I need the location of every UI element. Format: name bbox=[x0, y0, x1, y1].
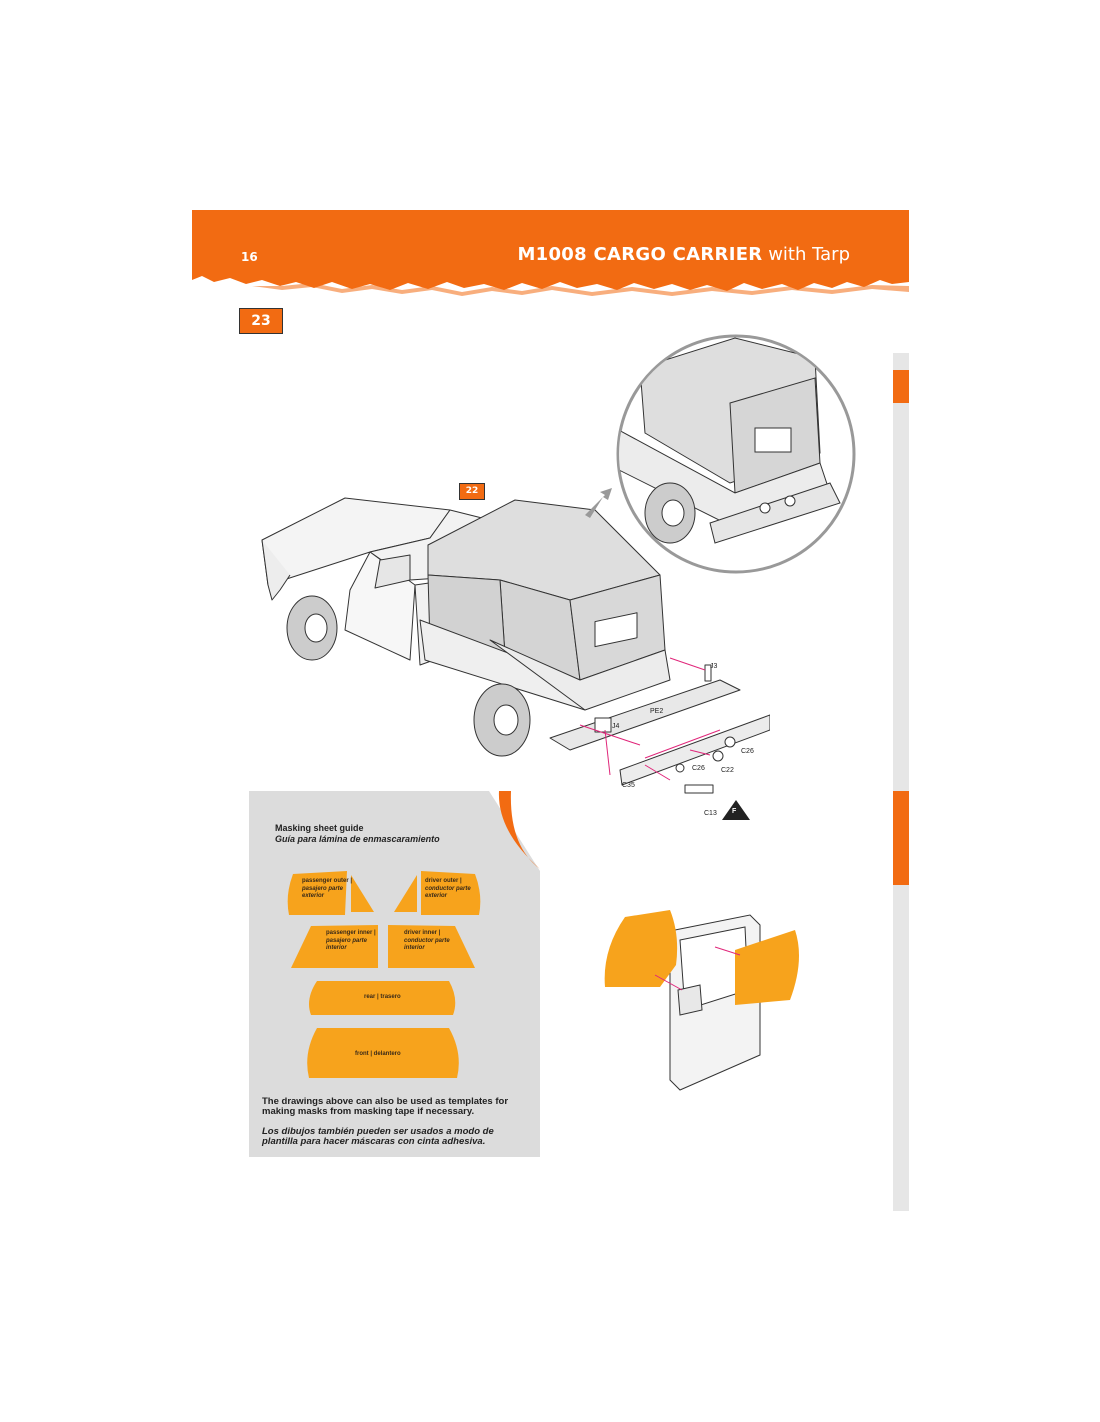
mask-passenger-outer-small bbox=[351, 875, 374, 912]
part-label-j3: J3 bbox=[710, 663, 718, 670]
page-curl-graphic bbox=[489, 791, 540, 871]
page-title-sub: with Tarp bbox=[762, 244, 850, 265]
mask-label-es: conductor parte interior bbox=[404, 937, 450, 952]
masking-guide-title-es: Guía para lámina de enmascaramiento bbox=[275, 834, 440, 844]
side-tab-marker-bottom bbox=[893, 791, 909, 885]
mask-front bbox=[307, 1028, 459, 1078]
mask-rear bbox=[309, 981, 456, 1015]
mask-passenger-outer bbox=[287, 871, 347, 915]
mask-label-passenger-inner: passenger inner |pasajero parte interior bbox=[326, 930, 376, 953]
mask-label-en: passenger inner | bbox=[326, 930, 376, 936]
mask-templates bbox=[287, 871, 481, 1078]
part-label-c26: C26 bbox=[741, 748, 754, 755]
mask-label-passenger-outer: passenger outer |pasajero parte exterior bbox=[302, 878, 352, 901]
mask-label-driver-outer: driver outer |conductor parte exterior bbox=[425, 878, 471, 901]
step-number-badge: 23 bbox=[239, 308, 283, 334]
door-mask-application-illustration bbox=[604, 910, 799, 1091]
mask-passenger-inner bbox=[291, 925, 378, 968]
page-header bbox=[192, 210, 909, 300]
mask-label-front: front | delantero bbox=[355, 1051, 401, 1057]
marker-f-label: F bbox=[732, 808, 737, 815]
page-title: M1008 CARGO CARRIER with Tarp bbox=[517, 244, 850, 265]
mask-driver-outer-small bbox=[394, 875, 417, 912]
part-label-pe2: PE2 bbox=[650, 708, 664, 715]
mask-label-rear: rear | trasero bbox=[364, 994, 401, 1000]
mask-label-en: driver inner | bbox=[404, 930, 441, 936]
side-tab-marker-top bbox=[893, 370, 909, 403]
side-tab-bar bbox=[893, 353, 909, 1211]
reference-step-badge: 22 bbox=[459, 483, 485, 500]
template-note: The drawings above can also be used as t… bbox=[262, 1096, 509, 1117]
masking-sheet-guide-panel: Masking sheet guide Guía para lámina de … bbox=[249, 791, 540, 1157]
mask-label-es: conductor parte exterior bbox=[425, 885, 471, 900]
part-label-j4: J4 bbox=[612, 723, 620, 730]
page-title-main: M1008 CARGO CARRIER bbox=[517, 244, 763, 265]
part-label-c13: C13 bbox=[704, 810, 717, 817]
mask-driver-inner bbox=[388, 925, 475, 968]
rear-detail-circle bbox=[616, 334, 856, 574]
mask-label-es: pasajero parte interior bbox=[326, 937, 368, 952]
marker-f-triangle-icon bbox=[722, 800, 750, 820]
mask-driver-outer bbox=[421, 871, 481, 915]
mask-label-en: passenger outer | bbox=[302, 878, 353, 884]
part-label-c35: C35 bbox=[622, 782, 635, 789]
torn-banner-graphic bbox=[192, 210, 909, 296]
page-number: 16 bbox=[241, 250, 258, 264]
part-label-c26: C26 bbox=[692, 765, 705, 772]
part-label-c22: C22 bbox=[721, 767, 734, 774]
template-note-es: Los dibujos también pueden ser usados a … bbox=[262, 1126, 494, 1147]
truck-assembly-illustration bbox=[261, 488, 770, 794]
mask-label-en: driver outer | bbox=[425, 878, 462, 884]
mask-label-driver-inner: driver inner |conductor parte interior bbox=[404, 930, 450, 953]
masking-guide-title: Masking sheet guide bbox=[275, 823, 364, 833]
mask-label-es: pasajero parte exterior bbox=[302, 885, 344, 900]
